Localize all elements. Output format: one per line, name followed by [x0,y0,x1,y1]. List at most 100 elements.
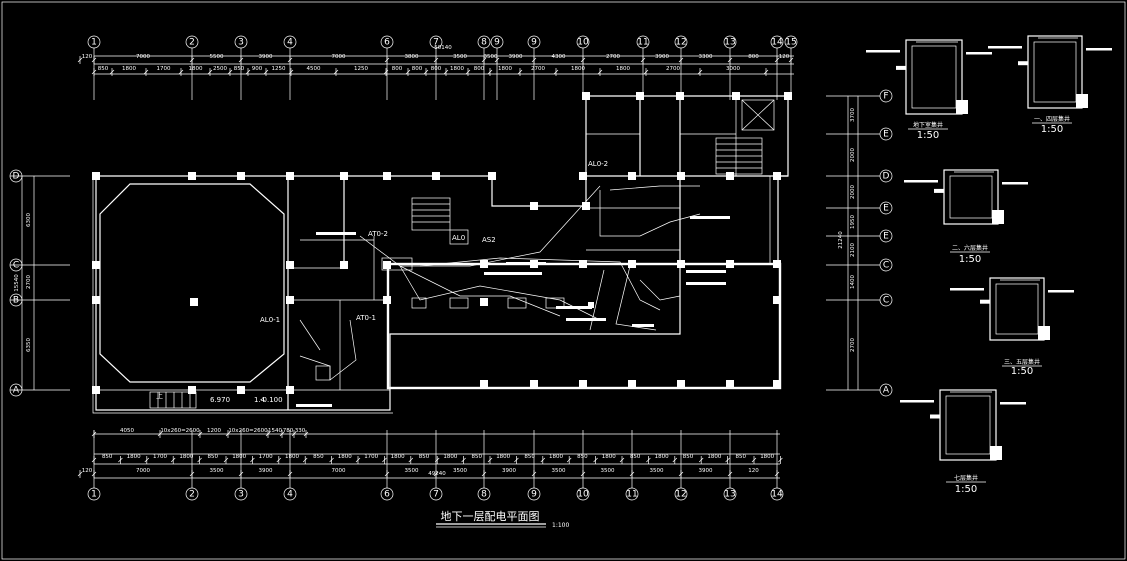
svg-text:A: A [883,386,890,396]
column [530,380,538,388]
top-dim1-label: 2700 [606,54,620,60]
svg-text:7: 7 [433,38,439,48]
svg-text:9: 9 [531,38,537,48]
bot-dim2-label: 1800 [549,454,563,460]
column [676,92,684,100]
top-dim2-label: 1800 [450,66,464,72]
svg-text:9: 9 [494,38,500,48]
column [383,261,391,269]
column [92,172,100,180]
top-dim2-label: 4500 [307,66,321,72]
bot-dim2-label: 850 [472,454,483,460]
top-dim1-label: 4300 [552,54,566,60]
svg-text:2: 2 [189,490,195,500]
bot-dim1-label: 1540 [268,428,282,434]
column [628,260,636,268]
column [488,172,496,180]
plan-title: 地下一层配电平面图 [441,510,540,523]
svg-text:E: E [883,204,889,214]
column [237,386,245,394]
bot-dim2-label: 850 [524,454,535,460]
bot-dim1-label: 10x260=2600 [228,428,268,434]
top-dim1-label: 3900 [509,54,523,60]
bot-dim2-label: 1700 [364,454,378,460]
column [286,296,294,304]
grid-bubble-bottom: 13 [723,487,737,501]
top-dim2-label: 850 [234,66,245,72]
svg-text:8: 8 [481,490,487,500]
bot-dim3-label: 3500 [601,468,615,474]
stair-lower-left [149,391,197,409]
bot-dim2-label: 850 [630,454,641,460]
bot-dim3-label: 3500 [405,468,419,474]
bot-dim1-label: 4050 [120,428,134,434]
grid-bubble-bottom: 2 [185,487,199,501]
grid-bubble-top: 13 [723,35,737,49]
grid-bubble-right: A [879,383,893,397]
svg-text:1: 1 [91,38,97,48]
shaft-detail-title: 七层集井 [954,474,978,482]
svg-text:10: 10 [577,38,589,48]
top-dim2-label: 1800 [122,66,136,72]
grid-bubble-top: 4 [283,35,297,49]
grid-bubble-top: 10 [576,35,590,49]
grid-bubble-right: E [879,229,893,243]
bot-dim2-label: 1700 [153,454,167,460]
bot-dim3-label: 120 [748,468,759,474]
svg-text:D: D [883,172,890,182]
column [286,172,294,180]
grid-bubble-bottom: 12 [674,487,688,501]
shaft-detail-scale: 1:50 [1011,366,1033,377]
svg-text:14: 14 [771,38,783,48]
shaft-detail-title: 一、四层集井 [1034,115,1070,123]
column [188,386,196,394]
shaft-detail-title: 地下室集井 [913,121,943,129]
right-dim-label: 1950 [850,215,856,229]
svg-text:1: 1 [91,490,97,500]
grid-bubble-top: 1 [87,35,101,49]
shaft-detail-scale: 1:50 [955,484,977,495]
column [188,172,196,180]
svg-text:4: 4 [287,490,293,500]
bot-dim2-label: 1800 [602,454,616,460]
svg-text:3: 3 [238,490,244,500]
bot-dim1-label: 330 [295,428,306,434]
top-dim2-label: 850 [98,66,109,72]
top-dim1-label: 3500 [484,54,498,60]
right-dim-label: 1400 [850,275,856,289]
bot-dim2-label: 1800 [285,454,299,460]
svg-text:3: 3 [238,38,244,48]
top-dim1-label: 3900 [655,54,669,60]
svg-text:6: 6 [384,490,390,500]
label-al0: AL0 [452,234,465,242]
bot-dim3-label: 3900 [699,468,713,474]
grid-bubble-bottom: 9 [527,487,541,501]
grid-bubble-bottom: 8 [477,487,491,501]
right-dimension-lines [826,95,880,391]
electrical-wiring [299,185,701,381]
octagon-room [99,183,285,383]
column [286,261,294,269]
top-dim1-label: 3900 [259,54,273,60]
column [530,202,538,210]
top-dim1-label: 7000 [136,54,150,60]
column [773,380,781,388]
bot-dim2-label: 1800 [496,454,510,460]
label-al0-2: AL0-2 [588,160,608,168]
column [677,380,685,388]
top-dim2-label: 1250 [272,66,286,72]
top-dim1-label: 800 [748,54,759,60]
grid-bubble-bottom: 10 [576,487,590,501]
svg-text:11: 11 [626,490,637,500]
top-dim2-label: 1800 [571,66,585,72]
bot-dim2-label: 1800 [655,454,669,460]
